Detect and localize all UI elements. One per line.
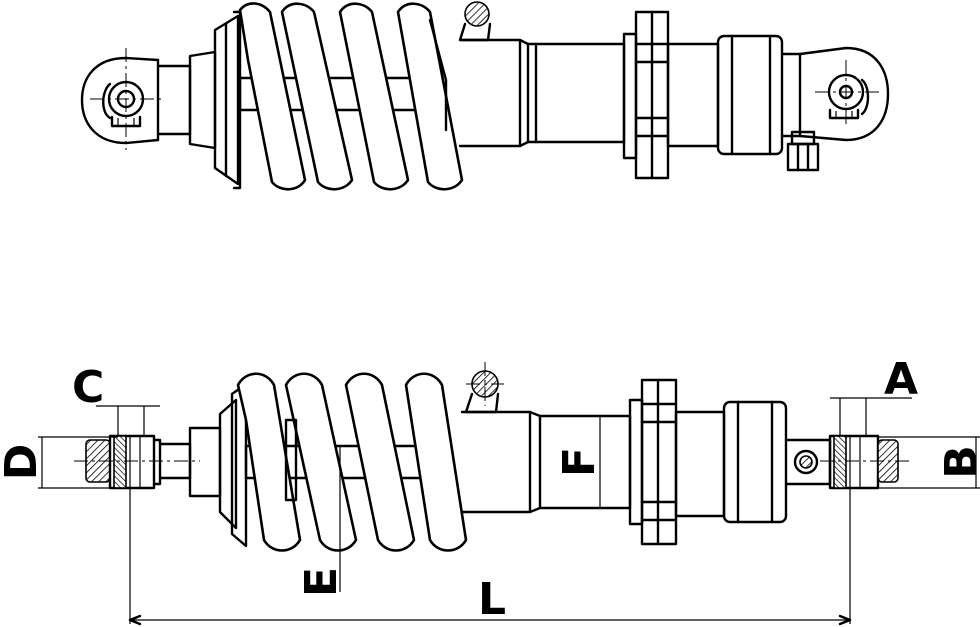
dimension-lines — [38, 397, 980, 626]
dimension-labels: C D A B F E L — [0, 354, 980, 625]
dimension-label-l: L — [478, 574, 506, 625]
bottom-view-shock-absorber — [74, 362, 910, 552]
bottom-preload-collar — [628, 378, 726, 546]
bottom-bleed-nut — [793, 449, 819, 475]
dimension-label-f: F — [554, 447, 605, 477]
top-lower-body — [716, 34, 802, 156]
top-bleed-nut — [786, 130, 820, 172]
dimension-label-e: E — [296, 567, 347, 597]
dimension-label-a: A — [884, 354, 918, 405]
left-eyelet-mount — [80, 48, 192, 150]
dimension-label-d: D — [0, 444, 47, 481]
top-damper-body — [458, 38, 626, 148]
bottom-lower-body — [722, 400, 832, 524]
dimension-label-b: B — [936, 445, 980, 479]
left-spring-seat — [188, 10, 242, 190]
top-reservoir-valve — [458, 1, 492, 42]
left-bushing-section — [74, 434, 200, 490]
right-eyelet-mount — [798, 46, 890, 142]
bottom-left-collar — [188, 426, 222, 498]
top-preload-collar — [622, 10, 720, 180]
top-coil-spring — [238, 2, 464, 191]
top-view-shock-absorber — [80, 1, 890, 191]
right-bushing-section — [820, 434, 910, 490]
dimension-label-c: C — [72, 362, 104, 413]
bottom-reservoir-valve — [464, 362, 504, 414]
bottom-coil-spring — [236, 372, 468, 552]
